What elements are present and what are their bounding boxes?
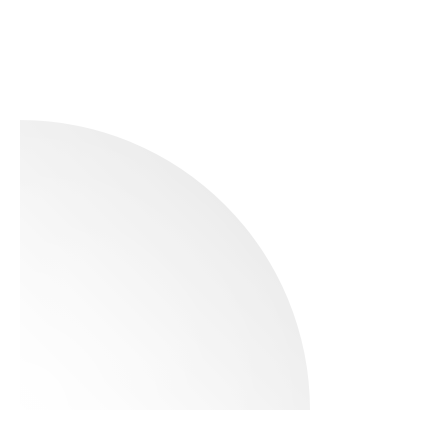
quarter-circle-soften — [20, 120, 310, 410]
